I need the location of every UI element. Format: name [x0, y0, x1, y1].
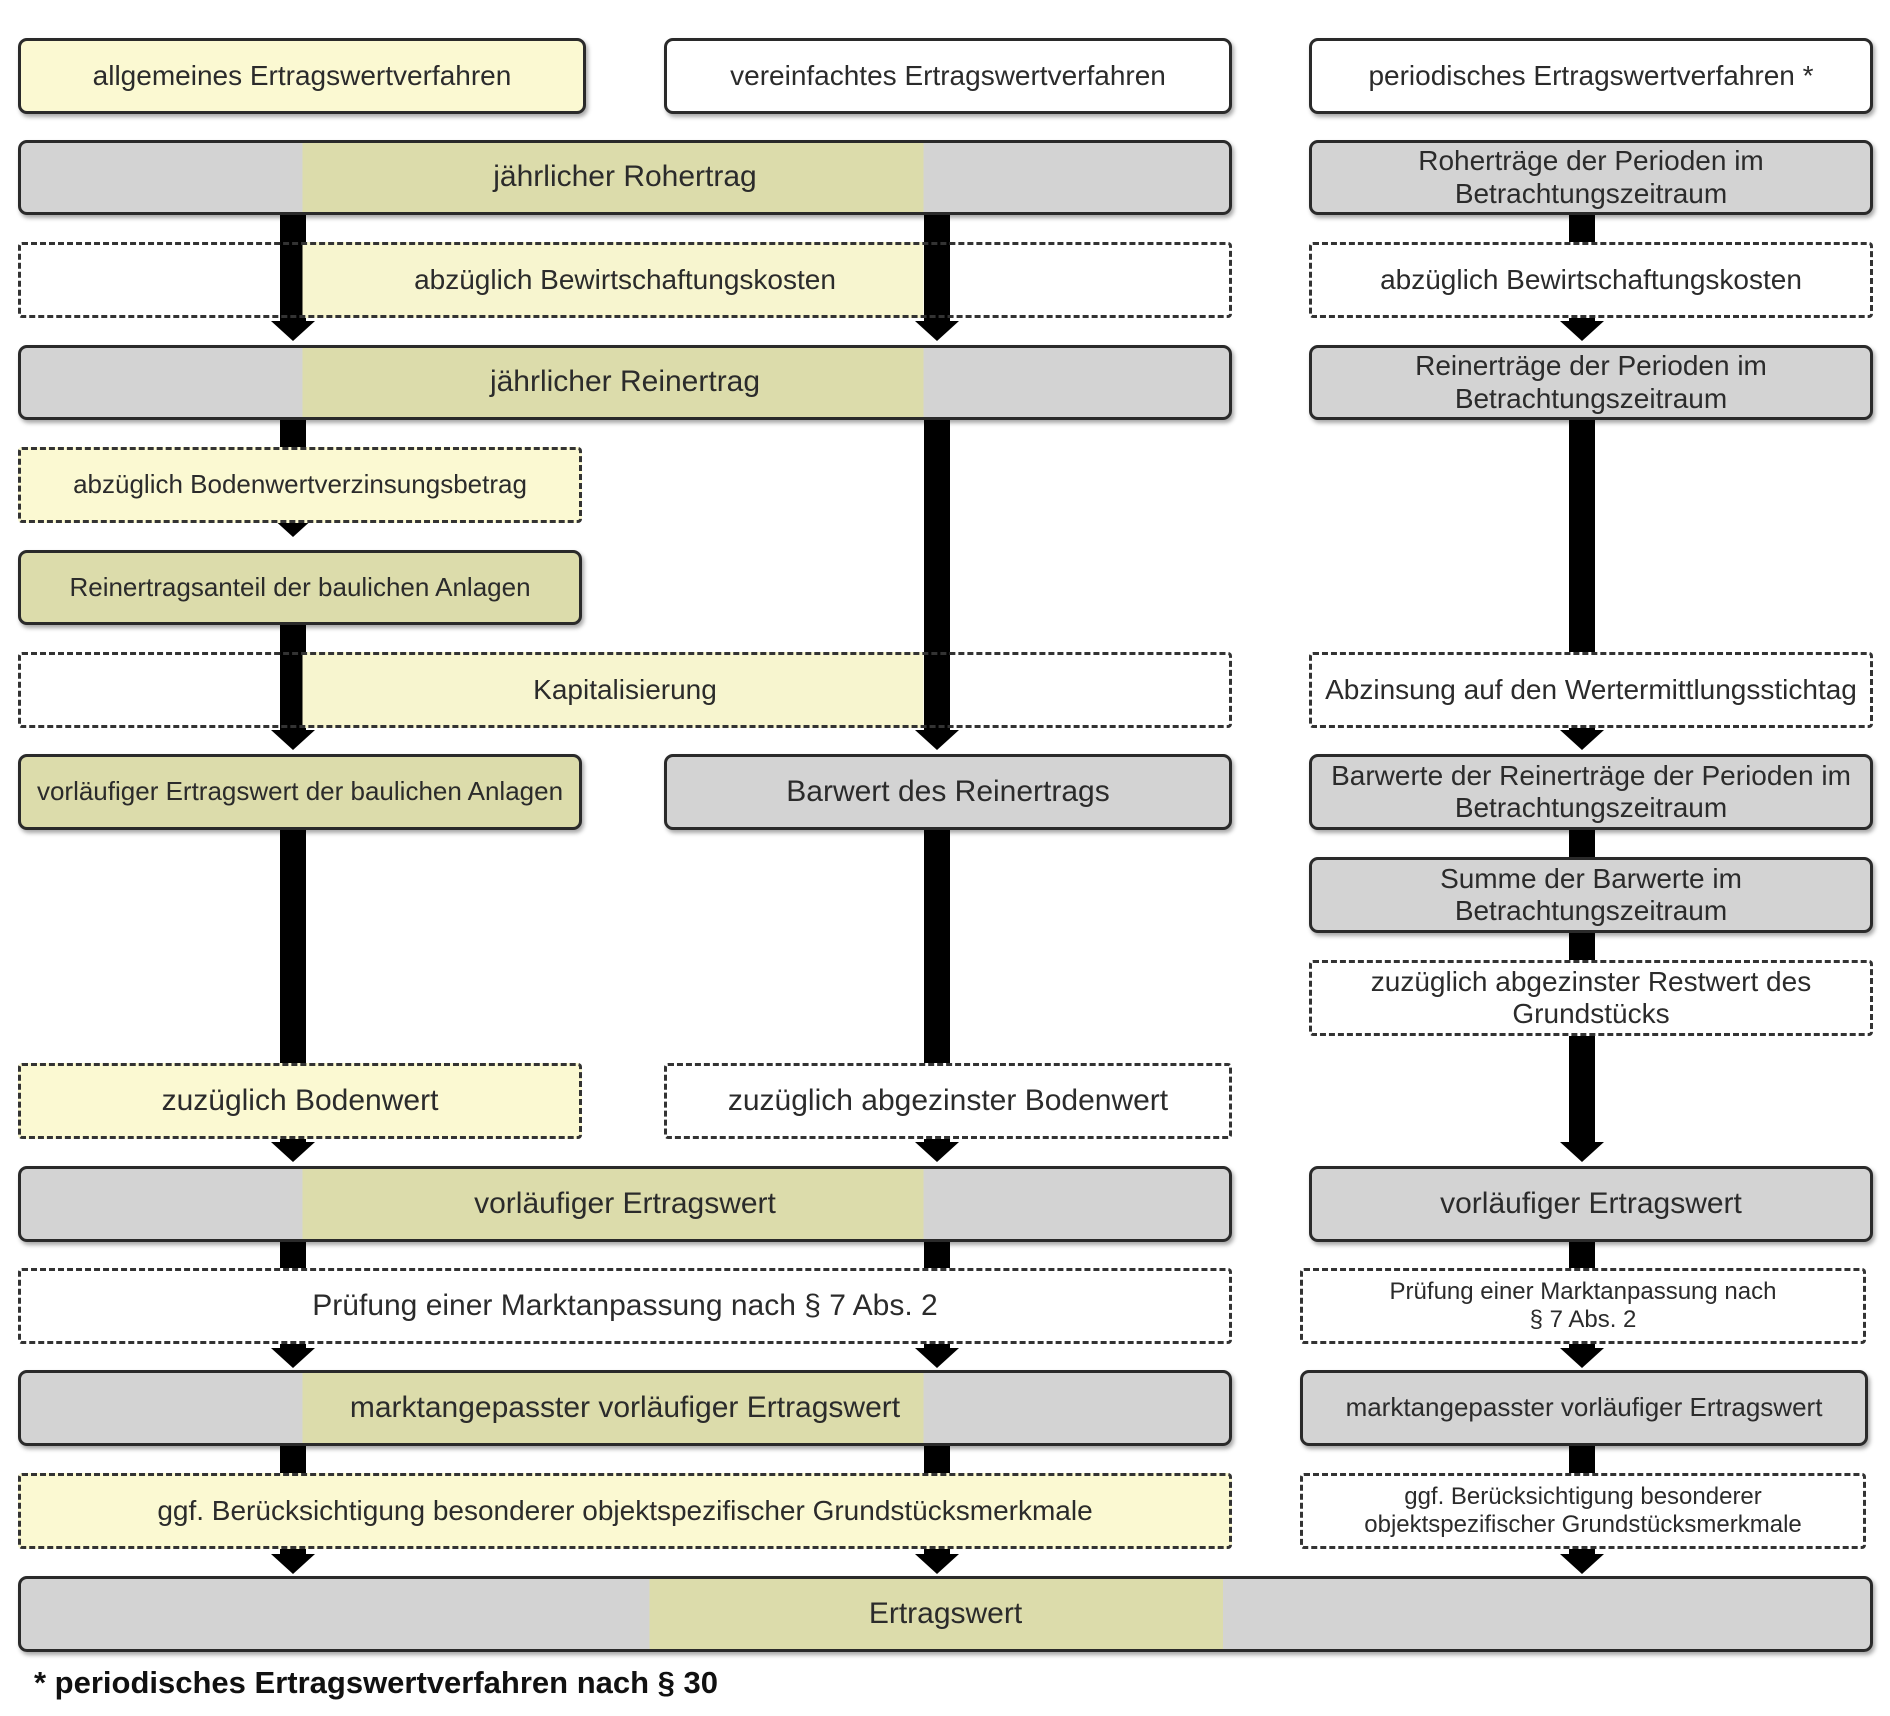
step-zuzueglich-bodenwert: zuzüglich Bodenwert	[18, 1063, 582, 1139]
step-kapitalisierung: Kapitalisierung	[18, 652, 1232, 728]
arrow-head-col3	[1560, 1348, 1604, 1368]
step-col3-marktangepasster-ertragswert: marktangepasster vorläufiger Ertragswert	[1300, 1370, 1868, 1446]
step-col3-besondere-merkmale: ggf. Berücksichtigung besonderer objekts…	[1300, 1473, 1866, 1549]
step-abgezinster-bodenwert: zuzüglich abgezinster Bodenwert	[664, 1063, 1232, 1139]
arrow-head-col2	[915, 321, 959, 341]
step-vorlaeufiger-ertragswert: vorläufiger Ertragswert	[18, 1166, 1232, 1242]
arrow-head-col2	[915, 730, 959, 750]
step-besondere-merkmale: ggf. Berücksichtigung besonderer objekts…	[18, 1473, 1232, 1549]
step-col3-bewirtschaftungskosten: abzüglich Bewirtschaftungskosten	[1309, 242, 1873, 318]
step-ertragswert: Ertragswert	[18, 1576, 1873, 1652]
step-reinertragsanteil: Reinertragsanteil der baulichen Anlagen	[18, 550, 582, 625]
step-col3-summe-barwerte: Summe der Barwerte im Betrachtungszeitra…	[1309, 857, 1873, 933]
arrow-head-col3	[1560, 1554, 1604, 1574]
step-col3-pruefung-marktanpassung: Prüfung einer Marktanpassung nach § 7 Ab…	[1300, 1268, 1866, 1344]
header-col3: periodisches Ertragswertverfahren *	[1309, 38, 1873, 114]
step-bodenwertverzinsung: abzüglich Bodenwertverzinsungsbetrag	[18, 447, 582, 523]
step-rohertrag: jährlicher Rohertrag	[18, 140, 1232, 215]
step-col3-rohertraege: Roherträge der Perioden im Betrachtungsz…	[1309, 140, 1873, 215]
step-col3-barwerte: Barwerte der Reinerträge der Perioden im…	[1309, 754, 1873, 830]
step-col3-reinertraege: Reinerträge der Perioden im Betrachtungs…	[1309, 345, 1873, 420]
arrow-head-col2	[915, 1142, 959, 1162]
arrow-head-col3	[1560, 321, 1604, 341]
arrow-head-col2	[915, 1348, 959, 1368]
step-vorlaeufiger-ertragswert-anlagen: vorläufiger Ertragswert der baulichen An…	[18, 754, 582, 830]
header-col2: vereinfachtes Ertragswertverfahren	[664, 38, 1232, 114]
arrow-head-col3	[1560, 1142, 1604, 1162]
step-pruefung-marktanpassung: Prüfung einer Marktanpassung nach § 7 Ab…	[18, 1268, 1232, 1344]
step-marktangepasster-ertragswert: marktangepasster vorläufiger Ertragswert	[18, 1370, 1232, 1446]
arrow-head-col2	[915, 1554, 959, 1574]
step-barwert-reinertrag: Barwert des Reinertrags	[664, 754, 1232, 830]
arrow-head-col1	[271, 321, 315, 341]
step-col3-restwert: zuzüglich abgezinster Restwert des Grund…	[1309, 960, 1873, 1036]
arrow-head-col1	[271, 1554, 315, 1574]
header-col1: allgemeines Ertragswertverfahren	[18, 38, 586, 114]
arrow-head-col1	[271, 730, 315, 750]
arrow-head-col1	[271, 1142, 315, 1162]
arrow-head-col1	[271, 1348, 315, 1368]
step-reinertrag: jährlicher Reinertrag	[18, 345, 1232, 420]
step-col3-vorlaeufiger-ertragswert: vorläufiger Ertragswert	[1309, 1166, 1873, 1242]
step-bewirtschaftungskosten: abzüglich Bewirtschaftungskosten	[18, 242, 1232, 318]
footnote: * periodisches Ertragswertverfahren nach…	[34, 1665, 719, 1700]
step-col3-abzinsung: Abzinsung auf den Wertermittlungsstichta…	[1309, 652, 1873, 728]
arrow-head-col3	[1560, 730, 1604, 750]
